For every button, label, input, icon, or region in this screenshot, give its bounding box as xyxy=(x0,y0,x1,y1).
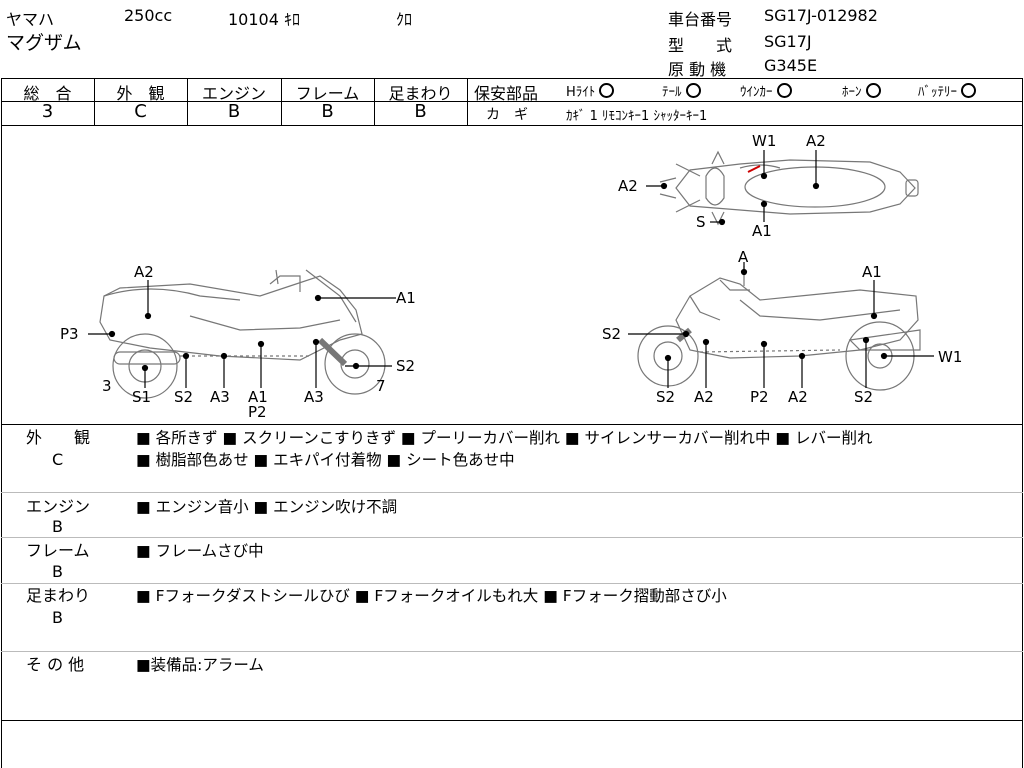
label-top-a2: A2 xyxy=(806,132,826,150)
grade-label-suspension: 足まわり xyxy=(388,84,453,103)
label-right-s2-a: S2 xyxy=(656,388,676,406)
grade-divider-4 xyxy=(374,78,375,125)
remark-line: ■ エンジン音小 ■ エンジン吹け不調 xyxy=(136,498,398,516)
grade-label-engine: エンジン xyxy=(201,84,266,103)
grade-value-engine: B xyxy=(227,101,241,122)
label-right-w1: W1 xyxy=(938,348,963,366)
rule-remark-4 xyxy=(1,651,1023,652)
safety-item-horn: ﾎｰﾝ xyxy=(842,81,885,100)
rule-remark-3 xyxy=(1,583,1023,584)
remark-label-suspension: 足まわり xyxy=(26,586,91,605)
displacement: 250cc xyxy=(124,6,173,25)
grade-label-exterior: 外 観 xyxy=(116,84,165,103)
label-top-w1: W1 xyxy=(752,132,777,150)
label-left-p2: P2 xyxy=(248,403,267,421)
label-left-a2: A2 xyxy=(134,263,154,281)
mileage: 10104 ｷﾛ xyxy=(228,10,300,29)
keys-value: ｶｷﾞ 1 ﾘﾓｺﾝｷｰ1 ｼｬｯﾀｰｷｰ1 xyxy=(566,109,708,124)
grade-divider-3 xyxy=(281,78,282,125)
chassis-value: SG17J-012982 xyxy=(764,6,878,25)
grade-value-exterior: C xyxy=(134,101,147,122)
remark-grade-exterior: C xyxy=(52,450,64,469)
rule-diagram-bottom xyxy=(1,424,1023,425)
scooter-left-view xyxy=(99,269,386,399)
label-left-s2-right: S2 xyxy=(396,357,416,375)
type-label: 型 式 xyxy=(668,36,733,55)
label-left-a1: A1 xyxy=(396,289,416,307)
label-left-a3-b: A3 xyxy=(304,388,324,406)
label-left-p3: P3 xyxy=(60,325,79,343)
border-right xyxy=(1022,78,1023,768)
chassis-label: 車台番号 xyxy=(668,10,733,29)
remark-label-engine: エンジン xyxy=(26,497,91,516)
circle-mark-icon xyxy=(865,83,881,98)
label-right-a2-a: A2 xyxy=(694,388,714,406)
remark-label-other: そ の 他 xyxy=(26,655,85,674)
remark-grade-suspension: B xyxy=(52,608,63,627)
rule-grades-mid xyxy=(1,101,467,102)
grade-value-suspension: B xyxy=(414,101,427,122)
safety-item-headlight: Hﾗｲﾄ xyxy=(566,81,618,100)
rule-remark-2 xyxy=(1,537,1023,538)
maker: ヤマハ xyxy=(6,10,55,29)
grade-value-frame: B xyxy=(321,101,334,122)
remark-label-frame: フレーム xyxy=(26,541,90,560)
safety-item-battery: ﾊﾞｯﾃﾘｰ xyxy=(918,81,980,100)
label-left-3: 3 xyxy=(102,377,112,395)
scooter-top-view xyxy=(659,150,919,226)
scooter-right-view xyxy=(637,266,921,391)
grade-divider-2 xyxy=(187,78,188,125)
remark-grade-frame: B xyxy=(52,562,63,581)
circle-mark-icon xyxy=(685,83,701,98)
grade-value-overall: 3 xyxy=(41,101,54,122)
remark-line: ■装備品:アラーム xyxy=(136,656,264,674)
label-top-a1: A1 xyxy=(752,222,772,240)
remark-line: ■ Fフォークダストシールひび ■ Fフォークオイルもれ大 ■ Fフォーク摺動部… xyxy=(136,587,727,605)
label-right-a: A xyxy=(738,248,749,266)
rule-remark-1 xyxy=(1,492,1023,493)
remark-label-exterior: 外 観 xyxy=(26,428,91,447)
safety-item-winker: ｳｲﾝｶｰ xyxy=(740,81,796,100)
grade-label-overall: 総 合 xyxy=(23,84,72,103)
label-top-s: S xyxy=(696,213,706,231)
engine-label: 原 動 機 xyxy=(668,60,727,79)
grade-divider-1 xyxy=(94,78,95,125)
label-left-7: 7 xyxy=(376,377,386,395)
engine-value: G345E xyxy=(764,56,818,75)
model-name: マグザム xyxy=(6,32,82,54)
label-right-s2-b: S2 xyxy=(854,388,874,406)
remark-line: ■ フレームさび中 xyxy=(136,542,264,560)
keys-label: カ ギ xyxy=(486,107,528,123)
label-top-a2-left: A2 xyxy=(618,177,638,195)
remark-grade-engine: B xyxy=(52,517,63,536)
label-left-a3: A3 xyxy=(210,388,230,406)
damage-diagram xyxy=(88,150,934,399)
type-value: SG17J xyxy=(764,32,812,51)
rule-safety-mid xyxy=(467,101,1023,102)
label-right-s2-left: S2 xyxy=(602,325,622,343)
label-left-s1: S1 xyxy=(132,388,152,406)
color: ｸﾛ xyxy=(396,10,413,29)
circle-mark-icon xyxy=(599,83,615,98)
grade-divider-5 xyxy=(467,78,468,125)
damage-mark-red xyxy=(747,165,761,173)
circle-mark-icon xyxy=(776,83,792,98)
label-left-s2: S2 xyxy=(174,388,194,406)
rule-remark-5 xyxy=(1,720,1023,721)
safety-label: 保安部品 xyxy=(474,84,539,103)
label-right-a2-b: A2 xyxy=(788,388,808,406)
circle-mark-icon xyxy=(961,83,976,98)
rule-grades-top xyxy=(1,78,1023,79)
safety-item-tail: ﾃｰﾙ xyxy=(662,81,705,100)
remark-line: ■ 樹脂部色あせ ■ エキパイ付着物 ■ シート色あせ中 xyxy=(136,451,515,469)
label-right-p2: P2 xyxy=(750,388,769,406)
remark-line: ■ 各所きず ■ スクリーンこすりきず ■ プーリーカバー削れ ■ サイレンサー… xyxy=(136,429,873,447)
label-right-a1: A1 xyxy=(862,263,882,281)
grade-label-frame: フレーム xyxy=(295,84,360,103)
label-left-a1-b: A1 xyxy=(248,388,268,406)
rule-grades-bottom xyxy=(1,125,1023,126)
border-left xyxy=(1,78,2,768)
